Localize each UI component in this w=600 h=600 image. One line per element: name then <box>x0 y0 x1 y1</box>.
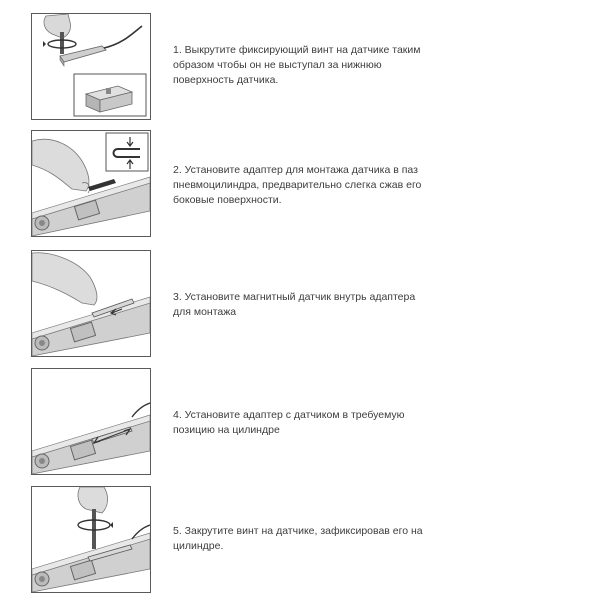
step-1-text: 1. Выкрутите фиксирующий винт на датчике… <box>173 44 421 86</box>
step-4-text: 4. Установите адаптер с датчиком в требу… <box>173 409 405 436</box>
step-5-illustration <box>31 486 151 593</box>
step-2-text: 2. Установите адаптер для монтажа датчик… <box>173 164 422 206</box>
step-2-illustration <box>31 130 151 237</box>
step-1: 1. Выкрутите фиксирующий винт на датчике… <box>31 13 571 120</box>
step-2: 2. Установите адаптер для монтажа датчик… <box>31 130 571 237</box>
step-5: 5. Закрутите винт на датчике, зафиксиров… <box>31 486 571 593</box>
step-3: 3. Установите магнитный датчик внутрь ад… <box>31 250 571 357</box>
step-3-illustration <box>31 250 151 357</box>
step-5-text: 5. Закрутите винт на датчике, зафиксиров… <box>173 525 423 552</box>
step-1-illustration <box>31 13 151 120</box>
step-3-text: 3. Установите магнитный датчик внутрь ад… <box>173 291 416 318</box>
step-4-illustration <box>31 368 151 475</box>
step-4: 4. Установите адаптер с датчиком в требу… <box>31 368 571 475</box>
